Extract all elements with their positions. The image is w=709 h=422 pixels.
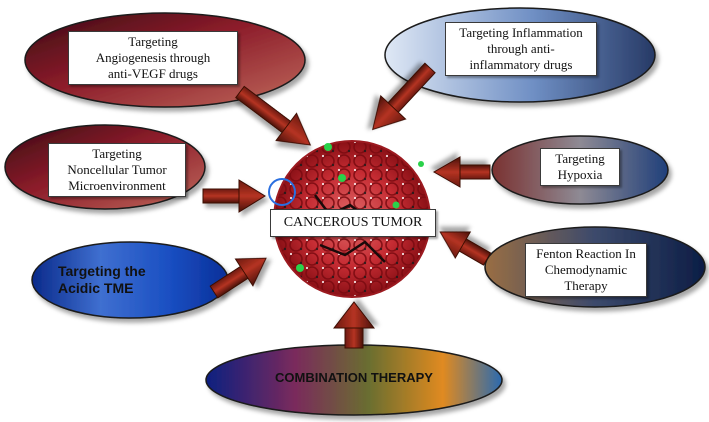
line: Angiogenesis through [95, 50, 211, 65]
line: Targeting Inflammation [459, 25, 583, 40]
line: Chemodynamic [544, 262, 628, 277]
combination-text: COMBINATION THERAPY [275, 370, 433, 385]
arrow-fenton [439, 231, 492, 266]
arrow-noncellular [202, 179, 266, 213]
label-combination: COMBINATION THERAPY [244, 369, 464, 387]
label-noncellular: Targeting Noncellular Tumor Microenviron… [48, 143, 186, 197]
line: Noncellular Tumor [67, 162, 167, 177]
line: Targeting [128, 34, 178, 49]
label-fenton: Fenton Reaction In Chemodynamic Therapy [525, 243, 647, 297]
center-label: CANCEROUS TUMOR [270, 209, 436, 237]
line: Targeting [555, 151, 605, 166]
line: Microenvironment [68, 178, 166, 193]
arrow-acidic [209, 257, 267, 299]
line: Hypoxia [557, 167, 603, 182]
line: Acidic TME [58, 280, 134, 296]
label-acidic: Targeting the Acidic TME [58, 263, 178, 297]
arrow-inflammation [372, 62, 436, 131]
line: anti-VEGF drugs [108, 66, 198, 81]
center-label-text: CANCEROUS TUMOR [283, 215, 423, 230]
line: Therapy [564, 278, 608, 293]
line: Fenton Reaction In [536, 246, 636, 261]
line: through anti- [487, 41, 555, 56]
label-hypoxia: Targeting Hypoxia [540, 148, 620, 186]
line: Targeting the [58, 263, 146, 279]
arrow-angiogenesis [235, 85, 312, 146]
label-inflammation: Targeting Inflammation through anti- inf… [445, 22, 597, 76]
arrow-hypoxia [432, 156, 491, 188]
line: inflammatory drugs [469, 57, 573, 72]
label-angiogenesis: Targeting Angiogenesis through anti-VEGF… [68, 31, 238, 85]
arrow-combination [332, 301, 376, 349]
line: Targeting [92, 146, 142, 161]
